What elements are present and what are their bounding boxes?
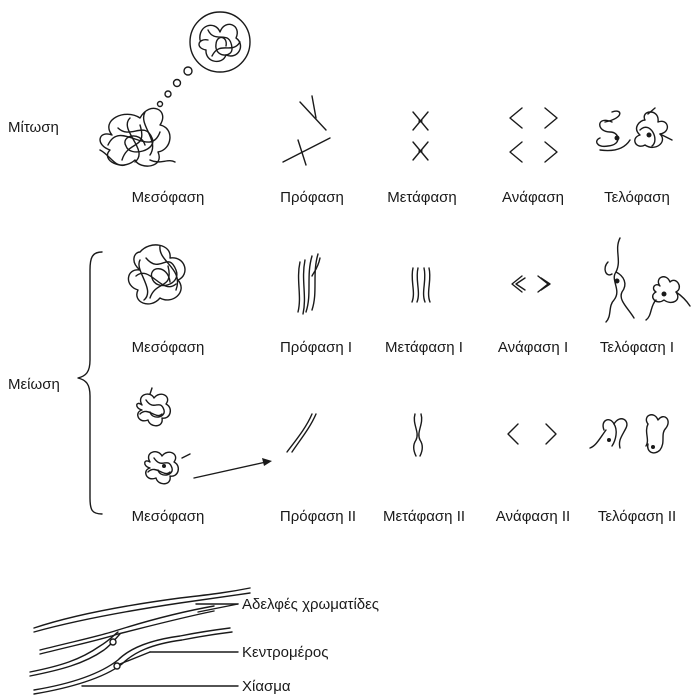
mitosis-telophase-chromatin xyxy=(597,108,672,151)
meiosis1-metaphase-chromosomes xyxy=(412,268,430,302)
mitosis-metaphase-chromosomes xyxy=(413,112,428,160)
mitosis-prophase-label: Πρόφαση xyxy=(280,190,344,205)
mitosis-interphase-zoom-bubbles xyxy=(158,67,193,107)
legend-centromere-label: Κεντρομέρος xyxy=(242,645,328,660)
legend-sister-chromatids-label: Αδελφές χρωματίδες xyxy=(242,597,379,612)
mitosis-interphase-label: Μεσόφαση xyxy=(132,190,205,205)
meiosis2-anaphase-label: Ανάφαση II xyxy=(496,509,570,524)
mitosis-prophase-chromosomes xyxy=(283,96,330,165)
meiosis1-interphase-chromatin xyxy=(128,245,185,304)
meiosis2-interphase-chromatin-bottom xyxy=(145,452,190,484)
meiosis1-metaphase-label: Μετάφαση I xyxy=(385,340,463,355)
meiosis1-telophase-chromatin xyxy=(605,238,690,322)
meiosis1-prophase-chromosomes xyxy=(298,254,320,314)
meiosis-label: Μείωση xyxy=(8,377,60,392)
mitosis-metaphase-label: Μετάφαση xyxy=(387,190,457,205)
legend-chiasma-label: Χίασμα xyxy=(242,679,291,694)
mitosis-anaphase-label: Ανάφαση xyxy=(502,190,564,205)
meiosis1-anaphase-chromosomes xyxy=(512,276,550,292)
meiosis1-anaphase-label: Ανάφαση I xyxy=(498,340,568,355)
meiosis2-arrow xyxy=(194,458,272,478)
meiosis2-interphase-chromatin-top xyxy=(137,388,171,426)
mitosis-anaphase-chromosomes xyxy=(510,108,557,162)
meiosis2-prophase-chromosome xyxy=(287,414,316,452)
mitosis-label: Μίτωση xyxy=(8,120,59,135)
meiosis1-interphase-label: Μεσόφαση xyxy=(132,340,205,355)
mitosis-interphase-zoom-circle xyxy=(190,12,250,72)
meiosis2-prophase-label: Πρόφαση II xyxy=(280,509,356,524)
meiosis1-prophase-label: Πρόφαση I xyxy=(280,340,352,355)
meiosis2-metaphase-label: Μετάφαση II xyxy=(383,509,465,524)
mitosis-interphase-chromatin xyxy=(100,108,175,166)
meiosis2-anaphase-chromosomes xyxy=(508,424,556,444)
meiosis2-telophase-label: Τελόφαση II xyxy=(598,509,676,524)
mitosis-telophase-label: Τελόφαση xyxy=(604,190,670,205)
meiosis2-interphase-label: Μεσόφαση xyxy=(132,509,205,524)
meiosis2-metaphase-chromosome xyxy=(414,414,423,456)
meiosis1-telophase-label: Τελόφαση I xyxy=(600,340,674,355)
meiosis2-telophase-chromatin xyxy=(590,415,668,453)
meiosis-brace xyxy=(78,252,102,514)
